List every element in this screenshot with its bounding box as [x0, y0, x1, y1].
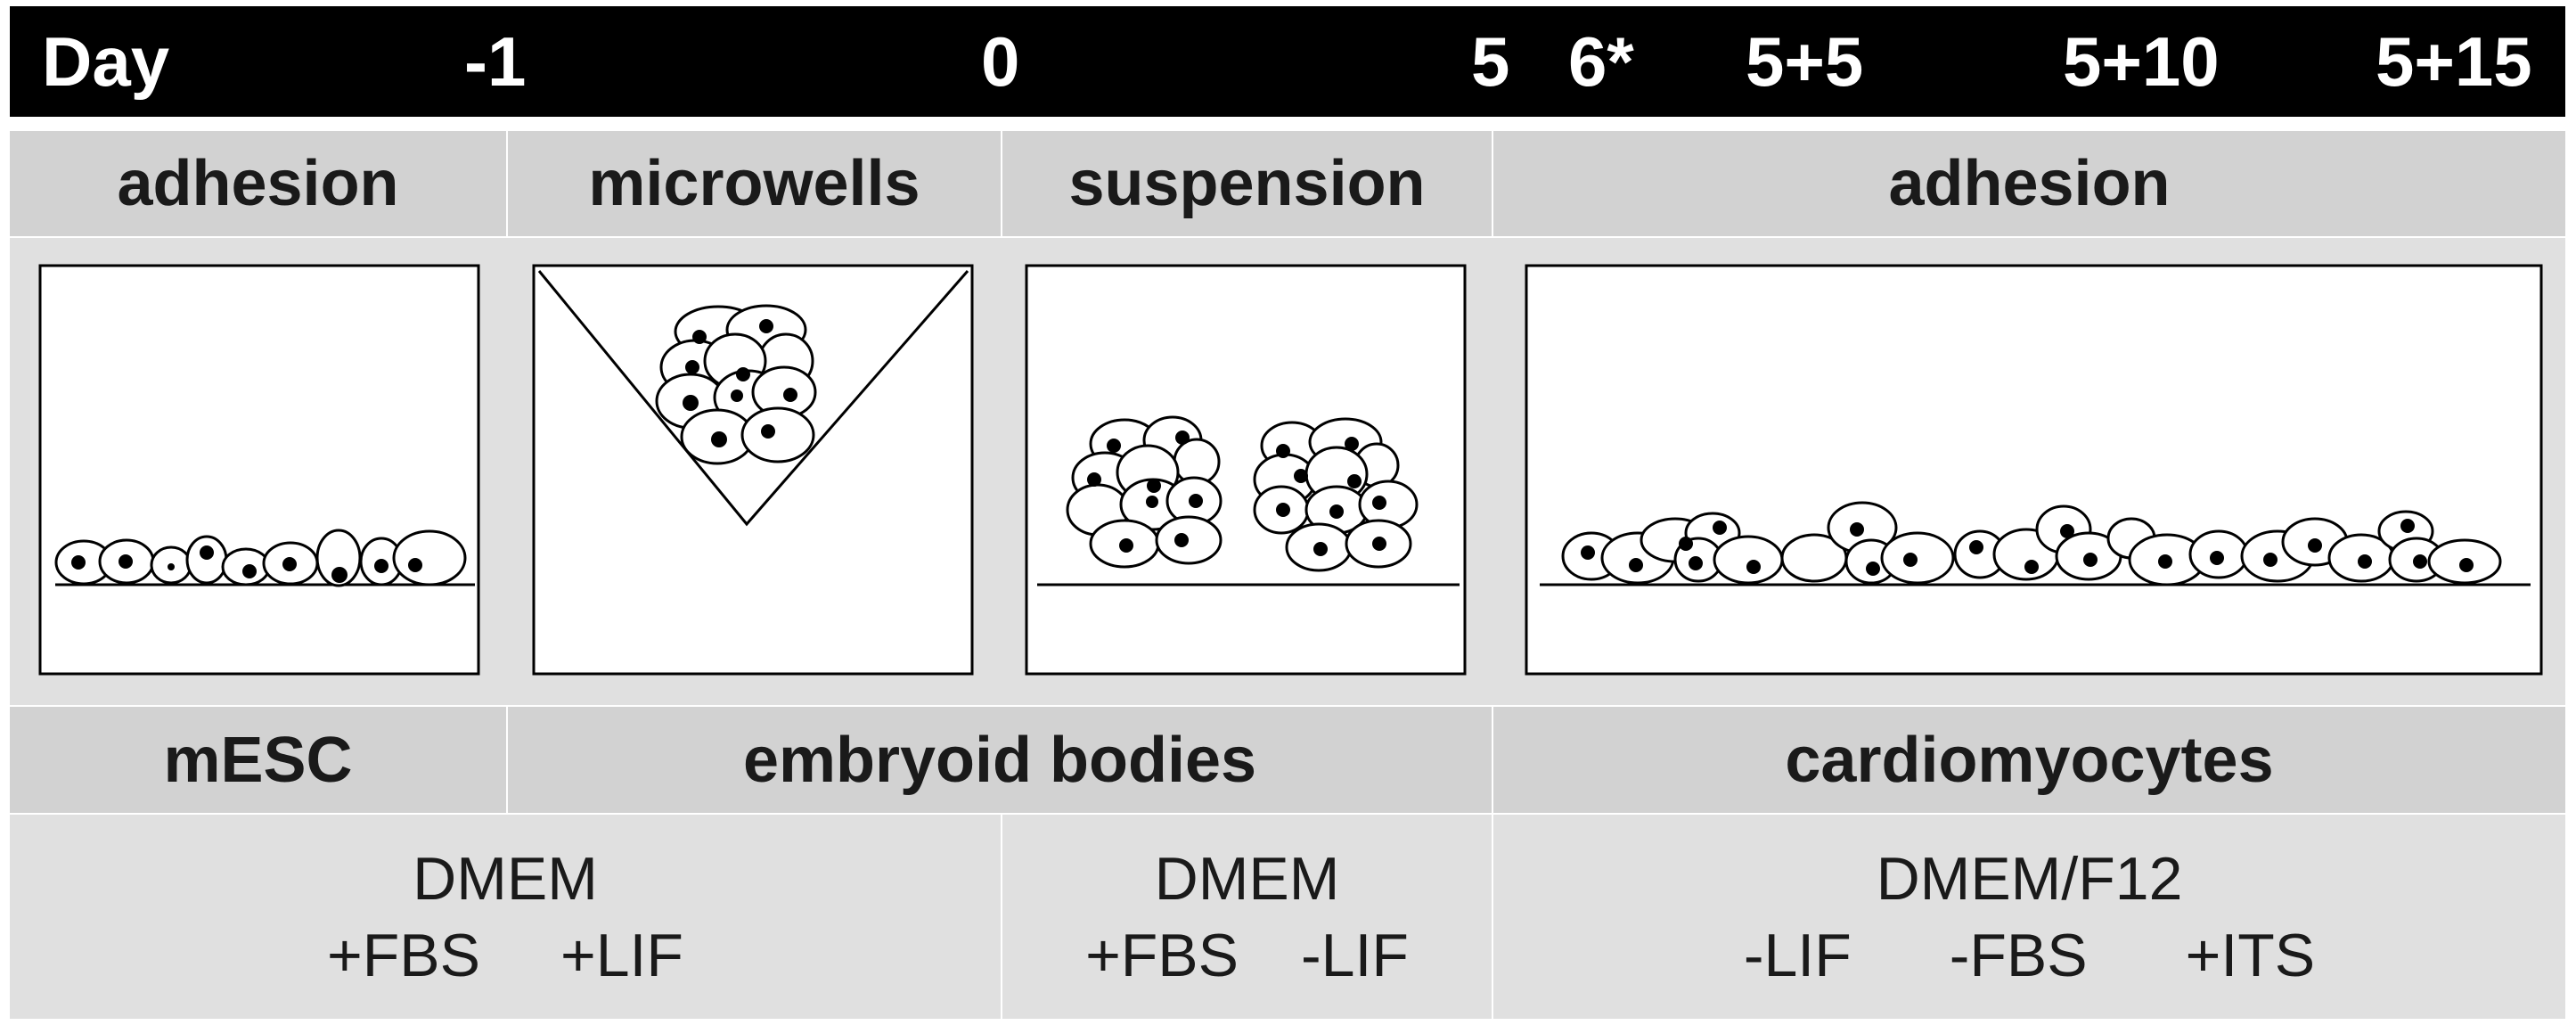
media-supplement-lif: +LIF [560, 921, 683, 989]
celltype-embryoid-bodies: embryoid bodies [508, 707, 1492, 813]
celltype-cardiomyocytes: cardiomyocytes [1493, 707, 2565, 813]
media-block-2: DMEM +FBS -LIF [1002, 815, 1492, 1019]
media-supplement-its: +ITS [2185, 921, 2316, 989]
media-supplement-no-lif: -LIF [1301, 921, 1409, 989]
day-label: Day [42, 22, 170, 101]
tick-day-5: 5 [1471, 22, 1510, 101]
stage-suspension: suspension [1002, 131, 1492, 236]
media-base-2: DMEM [1154, 844, 1340, 913]
media-supplement-no-fbs: -FBS [1949, 921, 2088, 989]
stage-adhesion-final: adhesion [1493, 131, 2565, 236]
tick-day-5-plus-15: 5+15 [2376, 22, 2532, 101]
stage-microwells: microwells [508, 131, 1001, 236]
tick-day-0: 0 [981, 22, 1020, 101]
cardiomyocyte-nuclei [1581, 519, 2474, 576]
tick-day-minus-1: -1 [464, 22, 527, 101]
media-block-3: DMEM/F12 -LIF -FBS +ITS [1493, 815, 2565, 1019]
celltype-mesc: mESC [10, 707, 506, 813]
panel-frame [38, 264, 480, 676]
panel-adhesion-mesc [38, 264, 480, 676]
tick-day-5-plus-10: 5+10 [2063, 22, 2220, 101]
microwell-cone [537, 270, 969, 527]
media-supplement-fbs: +FBS [1085, 921, 1239, 989]
tick-day-5-plus-5: 5+5 [1746, 22, 1864, 101]
media-block-1: DMEM +FBS +LIF [10, 815, 1001, 1019]
microwell-aggregate [655, 304, 817, 465]
timeline-bar: Day -1 0 5 6* 5+5 5+10 5+15 [10, 6, 2565, 117]
stage-adhesion-initial: adhesion [10, 131, 506, 236]
panel-adhesion-cardiomyocytes [1525, 264, 2543, 676]
panel-microwells [532, 264, 974, 676]
embryoid-body-left [1066, 415, 1223, 569]
mesc-nuclei [71, 545, 422, 583]
media-base-1: DMEM [413, 844, 598, 913]
panel-frame [1525, 264, 2543, 676]
panel-suspension [1025, 264, 1467, 676]
media-base-3: DMEM/F12 [1876, 844, 2183, 913]
media-supplement-fbs: +FBS [327, 921, 480, 989]
tick-day-6: 6* [1568, 22, 1634, 101]
embryoid-body-right [1253, 417, 1419, 572]
media-supplement-no-lif: -LIF [1743, 921, 1852, 989]
